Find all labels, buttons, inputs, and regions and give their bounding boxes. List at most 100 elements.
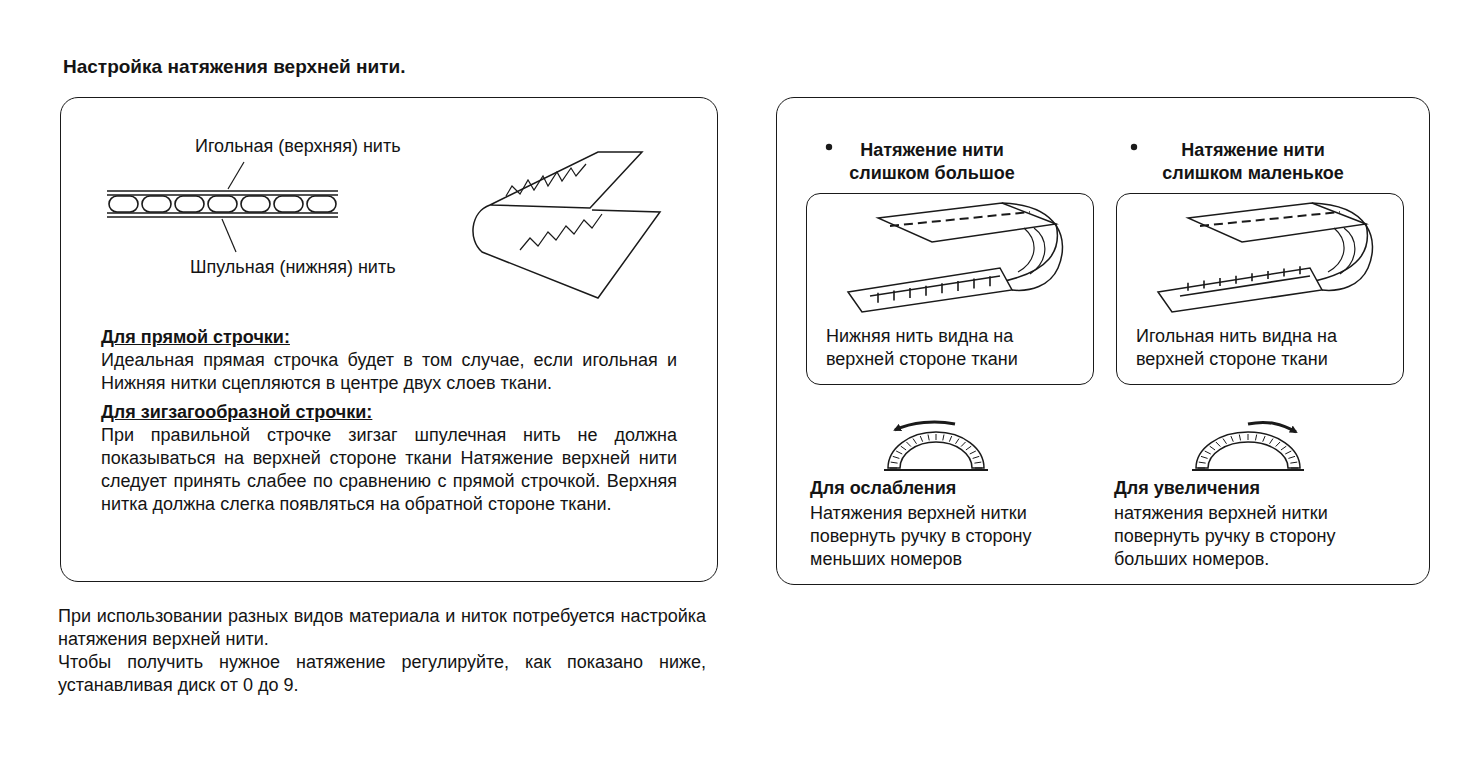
body-text: натяжения верхней нитки повернуть ручку … (1114, 502, 1376, 571)
heading: Для увеличения (1114, 477, 1384, 500)
dial-tick (970, 451, 976, 454)
dial-tick (1198, 468, 1205, 469)
heading: Натяжение нити слишком маленькое (1139, 139, 1367, 185)
info-panel: Для прямой строчки:Идеальная прямая стро… (60, 97, 718, 582)
dial-tick (961, 442, 965, 447)
tension-dial (1192, 469, 1304, 471)
stitch-loop (208, 196, 237, 212)
tension-dial (1192, 422, 1304, 470)
stitch-mark (1219, 278, 1221, 286)
dial-tick (1248, 434, 1249, 440)
body-text: Натяжения верхней нитки повернуть ручку … (810, 502, 1072, 571)
tension-dial (884, 422, 988, 470)
stitch-mark (1267, 271, 1269, 279)
dial-tick (1223, 439, 1227, 444)
stitch-mark (1251, 273, 1253, 281)
heading: Для ослабления (810, 477, 1080, 500)
stitch-mark (989, 276, 991, 286)
stitch-mark (973, 279, 975, 289)
body-text: При правильной строчке зигзаг шпулечная … (101, 424, 677, 516)
heading: Натяжение нити слишком большое (829, 139, 1035, 185)
dial-tick (1231, 436, 1233, 442)
dial-tick (1216, 442, 1220, 447)
dial-tick (956, 439, 960, 444)
dial-tick (1201, 456, 1208, 458)
leader-line (228, 162, 244, 189)
stitch-mark (1187, 283, 1189, 291)
stitch-mark (877, 293, 879, 303)
fabric-figure (490, 152, 642, 208)
fabric-figure (848, 203, 1062, 312)
dial-tick (1281, 446, 1286, 450)
stitch-mark (941, 283, 943, 293)
dial-tick (1239, 435, 1240, 441)
note-text: Чтобы получить нужное натяжение регулиру… (58, 651, 706, 697)
fabric-figure (473, 152, 660, 298)
stitch-loop (175, 196, 204, 212)
stitch-diagram (107, 191, 338, 217)
stitch-diagram (107, 216, 338, 218)
leader-line (222, 162, 244, 252)
dial-tick (973, 456, 980, 458)
fabric-figure (1158, 203, 1372, 312)
stitch-mark (957, 281, 959, 291)
dial-tick (1288, 456, 1295, 458)
fabric-figure (506, 164, 586, 196)
dial-tick (943, 435, 944, 441)
note-text: При использовании разных видов материала… (58, 605, 706, 651)
dial-tick (1255, 435, 1256, 441)
dial-tick (975, 468, 982, 469)
stitch-mark (893, 290, 895, 300)
tension-dial (1196, 432, 1300, 468)
stitch-mark (1299, 266, 1301, 274)
tension-dial (895, 422, 955, 430)
dial-tick (966, 446, 971, 450)
dial-tick (928, 435, 929, 441)
tension-dial (884, 469, 988, 471)
dial-tick (1263, 436, 1265, 442)
stitch-mark (1203, 280, 1205, 288)
example-box: Натяжение нити слишком маленькоеИгольная… (1116, 193, 1404, 385)
stitch-loop (142, 196, 171, 212)
fabric-figure (473, 205, 660, 298)
fabric-figure (878, 276, 990, 303)
fabric-figure (1158, 203, 1372, 312)
bullet (1131, 144, 1137, 150)
stitch-mark (909, 288, 911, 298)
dial-tick (1210, 446, 1215, 450)
tension-panel: Для ослабленияНатяжения верхней нитки по… (776, 97, 1430, 585)
dial-tick (896, 451, 902, 454)
dial-tick (1205, 451, 1211, 454)
stitch-loop (241, 196, 270, 212)
stitch-diagram (107, 190, 338, 192)
dial-tick (920, 436, 922, 442)
leader-line (222, 219, 236, 252)
dial-tick (906, 442, 910, 447)
thread-label: Игольная (верхняя) нить (195, 135, 455, 158)
fabric-figure (848, 203, 1062, 312)
fabric-figure (520, 214, 602, 250)
dial-tick (1285, 451, 1291, 454)
dial-tick (1290, 462, 1297, 463)
dial-tick (1199, 462, 1206, 463)
heading: Для прямой строчки: (101, 326, 677, 349)
thread-label: Шпульная (нижняя) нить (190, 256, 450, 279)
body-text: Идеальная прямая строчка будет в том слу… (101, 349, 677, 395)
stitch-loop (307, 196, 336, 212)
example-box: Натяжение нити слишком большоеНижняя нит… (806, 193, 1094, 385)
tension-dial (1248, 422, 1296, 432)
stitch-loop (109, 196, 138, 212)
dial-tick (1270, 439, 1274, 444)
dial-tick (1276, 442, 1280, 447)
tension-dial (890, 434, 982, 468)
dial-tick (913, 439, 917, 444)
dial-tick (936, 434, 937, 440)
page-title: Настройка натяжения верхней нити. (63, 55, 406, 78)
dial-tick (893, 456, 900, 458)
body-text: Нижняя нить видна на верхней стороне тка… (826, 325, 1066, 371)
heading: Для зигзагообразной строчки: (101, 401, 677, 424)
stitch-mark (1235, 276, 1237, 284)
dial-tick (901, 446, 906, 450)
body-text: Игольная нить видна на верхней стороне т… (1136, 325, 1386, 371)
